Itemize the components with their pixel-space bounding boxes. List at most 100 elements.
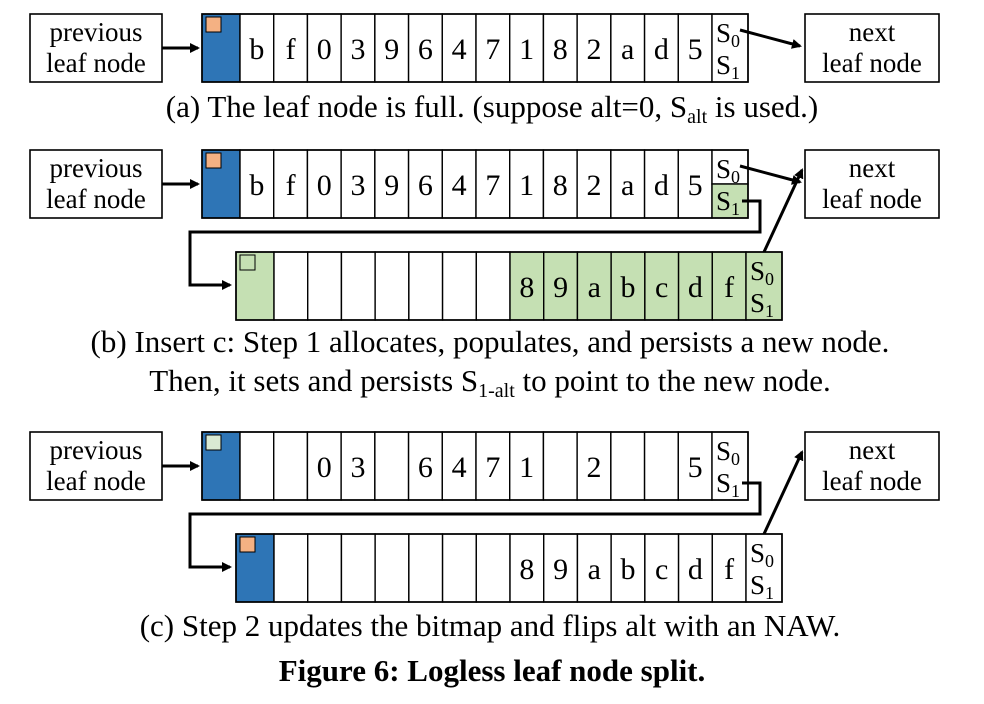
s1-label: S1 bbox=[716, 468, 740, 501]
key-value: a bbox=[621, 33, 634, 66]
key-value: 8 bbox=[553, 33, 568, 66]
s1-label: S1 bbox=[716, 186, 740, 219]
key-slot bbox=[475, 533, 511, 603]
key-value: 1 bbox=[519, 451, 534, 484]
key-slot bbox=[340, 431, 376, 501]
key-value: 9 bbox=[384, 33, 399, 66]
previous-label-line2: leaf node bbox=[46, 184, 146, 214]
key-slot bbox=[644, 533, 680, 603]
s1-label: S1 bbox=[750, 288, 774, 321]
s0-label: S0 bbox=[716, 154, 740, 187]
key-slot bbox=[408, 533, 444, 603]
s0-label: S0 bbox=[716, 436, 740, 469]
next-leaf-node-b: next leaf node bbox=[804, 149, 940, 219]
next-label-line2: leaf node bbox=[822, 466, 922, 496]
arrow-s1-to-new-node-c bbox=[188, 481, 762, 572]
key-value: 3 bbox=[351, 33, 366, 66]
previous-leaf-node-b: previous leaf node bbox=[29, 149, 163, 219]
arrow-new-s0-to-next-c bbox=[762, 450, 804, 535]
key-slot bbox=[643, 431, 679, 501]
next-label-line1: next bbox=[849, 17, 896, 47]
previous-label-line1: previous bbox=[50, 153, 143, 183]
key-slot bbox=[307, 251, 343, 321]
alt-flag bbox=[205, 16, 222, 33]
next-leaf-node-c: next leaf node bbox=[804, 431, 940, 501]
next-label-line1: next bbox=[849, 435, 896, 465]
alt-flag bbox=[205, 152, 222, 169]
key-slot bbox=[273, 13, 309, 83]
key-value: 6 bbox=[418, 169, 433, 202]
key-value: c bbox=[655, 271, 668, 304]
key-slot bbox=[576, 431, 612, 501]
key-value: 6 bbox=[418, 33, 433, 66]
previous-leaf-node-a: previous leaf node bbox=[29, 13, 163, 83]
key-value: 2 bbox=[587, 451, 602, 484]
key-value: d bbox=[688, 271, 703, 304]
previous-label-line1: previous bbox=[50, 17, 143, 47]
key-value: 6 bbox=[418, 451, 433, 484]
key-value: 1 bbox=[519, 33, 534, 66]
key-value: 5 bbox=[688, 33, 703, 66]
key-slot bbox=[610, 13, 646, 83]
key-value: d bbox=[654, 33, 669, 66]
key-slot bbox=[677, 13, 713, 83]
previous-label-line2: leaf node bbox=[46, 48, 146, 78]
key-slot bbox=[509, 431, 545, 501]
key-value: 4 bbox=[452, 169, 467, 202]
key-slot bbox=[374, 13, 410, 83]
s0-label: S0 bbox=[750, 538, 774, 571]
key-slot bbox=[509, 251, 545, 321]
key-slot bbox=[441, 251, 477, 321]
key-value: c bbox=[655, 553, 668, 586]
key-value: 5 bbox=[688, 169, 703, 202]
key-slot bbox=[407, 13, 443, 83]
key-value: 0 bbox=[317, 169, 332, 202]
key-value: f bbox=[286, 169, 296, 202]
key-slot bbox=[542, 431, 578, 501]
new-sibling-pointer-cell bbox=[745, 251, 783, 321]
key-slot bbox=[374, 431, 410, 501]
previous-leaf-node-c: previous leaf node bbox=[29, 431, 163, 501]
key-value: 8 bbox=[553, 169, 568, 202]
key-value: 3 bbox=[351, 169, 366, 202]
key-value: a bbox=[588, 271, 601, 304]
key-value: b bbox=[621, 553, 636, 586]
next-leaf-node-a: next leaf node bbox=[804, 13, 940, 83]
key-value: 4 bbox=[452, 33, 467, 66]
key-slot bbox=[643, 13, 679, 83]
key-value: d bbox=[688, 553, 703, 586]
key-slot bbox=[374, 149, 410, 219]
key-slot bbox=[509, 533, 545, 603]
key-value: f bbox=[286, 33, 296, 66]
s1-label: S1 bbox=[716, 50, 740, 83]
key-value: 4 bbox=[452, 451, 467, 484]
key-slot bbox=[408, 251, 444, 321]
key-value: 8 bbox=[519, 271, 534, 304]
key-value: a bbox=[588, 553, 601, 586]
key-value: 3 bbox=[351, 451, 366, 484]
key-slot bbox=[340, 251, 376, 321]
key-slot bbox=[273, 251, 309, 321]
key-slot bbox=[610, 431, 646, 501]
key-slot bbox=[441, 431, 477, 501]
s0-label: S0 bbox=[716, 18, 740, 51]
arrow-s0-to-next-a bbox=[739, 28, 802, 49]
alt-flag-flipped bbox=[205, 434, 222, 451]
key-value: 0 bbox=[317, 451, 332, 484]
key-slot bbox=[374, 251, 410, 321]
figure-title: Figure 6: Logless leaf node split. bbox=[279, 653, 706, 688]
new-alt-flag bbox=[239, 536, 256, 553]
key-slot bbox=[374, 533, 410, 603]
s1-label: S1 bbox=[750, 570, 774, 603]
previous-label-line1: previous bbox=[50, 435, 143, 465]
key-value: 0 bbox=[317, 33, 332, 66]
key-slot bbox=[576, 251, 612, 321]
key-slot bbox=[711, 533, 747, 603]
